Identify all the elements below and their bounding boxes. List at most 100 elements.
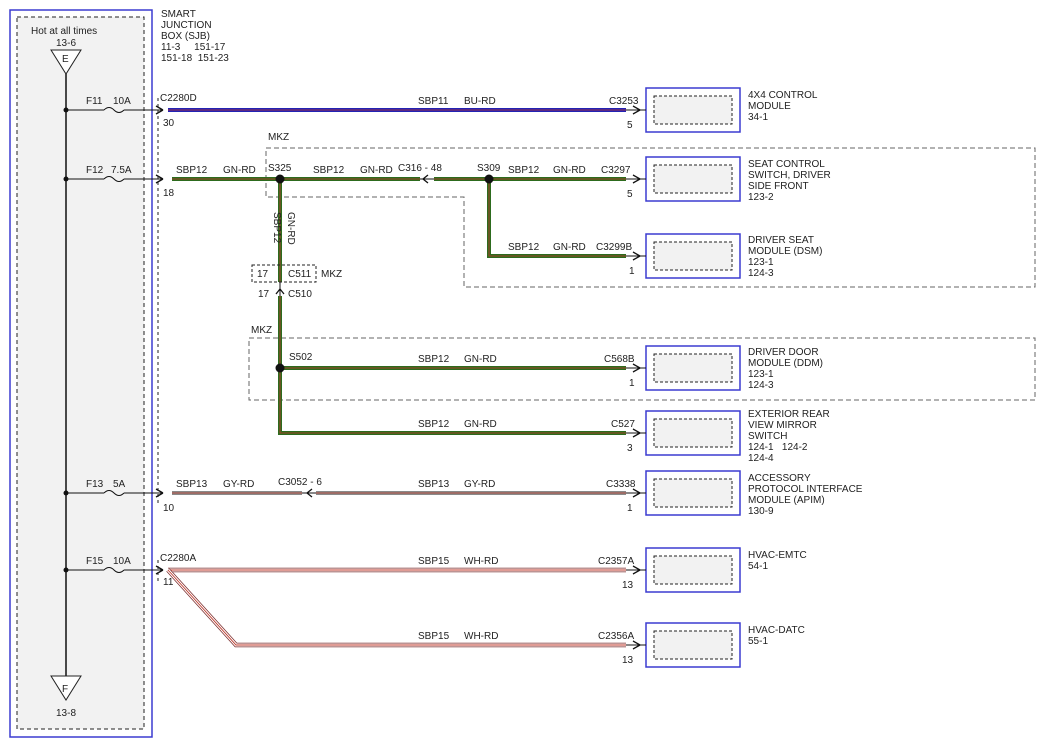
- module-dsm-name-1: DRIVER SEAT: [748, 235, 814, 246]
- module-exterior-mirror-switch: C527 3 EXTERIOR REAR VIEW MIRROR SWITCH …: [611, 409, 830, 464]
- module-4x4-control: C3253 5 4X4 CONTROL MODULE 34-1: [609, 87, 818, 133]
- fuse-f12-rating: 7.5A: [111, 165, 132, 176]
- sjb-top-ref: 13-6: [56, 38, 76, 49]
- c2280a-pin-11: 11: [163, 577, 174, 588]
- splice-s309-dot: [484, 174, 494, 184]
- sbp12-color-2: GN-RD: [360, 165, 393, 176]
- sbp12-color-5: GN-RD: [464, 354, 497, 365]
- mkz-label-door: MKZ: [251, 325, 272, 336]
- sbp13-color-1: GY-RD: [223, 479, 254, 490]
- module-seat-name-1: SEAT CONTROL: [748, 159, 825, 170]
- c510-pin: 17: [258, 289, 270, 300]
- module-apim-ref: 130-9: [748, 506, 774, 517]
- sbp12-circuit-vertical: SBP12: [271, 212, 282, 244]
- module-driver-door-ddm: C568B 1 DRIVER DOOR MODULE (DDM) 123-1 1…: [604, 345, 823, 391]
- module-4x4-ref: 34-1: [748, 112, 768, 123]
- sbp15-color-1: WH-RD: [464, 556, 498, 567]
- c511-connector-box: [251, 264, 317, 283]
- module-apim-name-2: PROTOCOL INTERFACE: [748, 484, 863, 495]
- splice-s502-label: S502: [289, 352, 313, 363]
- mkz-zone-seat: [265, 147, 1036, 288]
- sjb-title-line-1: SMART: [161, 9, 196, 20]
- fuse-f12-branch: F12 7.5A: [63, 165, 164, 184]
- fuse-f15-icon: [103, 567, 125, 573]
- fuse-f13-id: F13: [86, 479, 104, 490]
- module-mirror-connector: C527: [611, 419, 635, 430]
- c316-inline-connector: C316 - 48: [398, 163, 442, 184]
- wire-sbp11: SBP11 BU-RD: [168, 96, 626, 112]
- hot-at-all-times-label: Hot at all times: [31, 26, 97, 37]
- module-dsm-connector: C3299B: [596, 242, 632, 253]
- c3052-label: C3052 - 6: [278, 477, 322, 488]
- c2280d-pin-30: 30: [163, 118, 175, 129]
- fuse-f13-rating: 5A: [113, 479, 126, 490]
- module-datc-name: HVAC-DATC: [748, 625, 805, 636]
- module-ddm-pin: 1: [629, 378, 635, 389]
- c316-label: C316 - 48: [398, 163, 442, 174]
- c511-name: C511: [288, 269, 312, 280]
- bus-bottom-triangle: [50, 675, 82, 701]
- sjb-title: SMART JUNCTION BOX (SJB) 11-3 151-17 151…: [161, 9, 229, 64]
- sbp11-circuit: SBP11: [418, 96, 449, 107]
- module-4x4-connector: C3253: [609, 96, 639, 107]
- module-apim-connector: C3338: [606, 479, 636, 490]
- c2280d-pin-10: 10: [163, 503, 175, 514]
- module-mirror-pin: 3: [627, 443, 633, 454]
- sjb-bottom-ref: 13-8: [56, 708, 76, 719]
- module-apim-name-1: ACCESSORY: [748, 473, 811, 484]
- splice-s325-dot: [275, 174, 285, 184]
- fuse-f15-branch: F15 10A: [63, 556, 164, 575]
- bus-top-triangle: [50, 49, 82, 75]
- module-dsm-pin: 1: [629, 266, 635, 277]
- module-apim-name-3: MODULE (APIM): [748, 495, 825, 506]
- c510-name: C510: [288, 289, 312, 300]
- mkz-zone-door: [248, 337, 1036, 401]
- sjb-title-line-2: JUNCTION: [161, 20, 212, 31]
- splice-s309-label: S309: [477, 163, 501, 174]
- module-seat-pin: 5: [627, 189, 633, 200]
- bus-top-letter: E: [62, 54, 69, 65]
- module-mirror-name-3: SWITCH: [748, 431, 787, 442]
- sbp12-circuit-2: SBP12: [313, 165, 345, 176]
- sbp12-color-6: GN-RD: [464, 419, 497, 430]
- module-driver-seat-dsm: C3299B 1 DRIVER SEAT MODULE (DSM) 123-1 …: [596, 233, 822, 279]
- wire-sbp13: C3052 - 6 SBP13 GY-RD SBP13 GY-RD: [172, 477, 626, 498]
- wire-sbp15: SBP15 WH-RD SBP15 WH-RD: [166, 556, 626, 648]
- module-4x4-name-2: MODULE: [748, 101, 791, 112]
- fuse-f11-id: F11: [86, 96, 103, 107]
- wire-sbp12-network: S325 S309 S502 SBP12 GN-RD SBP12 GN-RD S…: [172, 163, 626, 435]
- sbp15-color-2: WH-RD: [464, 631, 498, 642]
- module-emtc-ref: 54-1: [748, 561, 768, 572]
- fuse-f15-rating: 10A: [113, 556, 131, 567]
- c511-pin: 17: [257, 269, 269, 280]
- sjb-title-line-3: BOX (SJB): [161, 31, 210, 42]
- fuse-f12-id: F12: [86, 165, 104, 176]
- sbp13-circuit-2: SBP13: [418, 479, 450, 490]
- module-mirror-name-1: EXTERIOR REAR: [748, 409, 830, 420]
- splice-s325-label: S325: [268, 163, 292, 174]
- module-seat-name-3: SIDE FRONT: [748, 181, 809, 192]
- sbp12-color-3: GN-RD: [553, 165, 586, 176]
- module-4x4-name-1: 4X4 CONTROL: [748, 90, 818, 101]
- sbp12-circuit-6: SBP12: [418, 419, 450, 430]
- splice-s502-dot: [275, 363, 285, 373]
- fuse-f12-icon: [103, 176, 125, 182]
- sjb-refs-line-1: 11-3 151-17: [161, 42, 226, 53]
- sbp12-color-1: GN-RD: [223, 165, 256, 176]
- c2280a-name: C2280A: [160, 553, 196, 564]
- sbp12-color-4: GN-RD: [553, 242, 586, 253]
- module-4x4-pin: 5: [627, 120, 633, 131]
- module-seat-name-2: SWITCH, DRIVER: [748, 170, 831, 181]
- module-emtc-pin: 13: [622, 580, 634, 591]
- module-mirror-name-2: VIEW MIRROR: [748, 420, 817, 431]
- sbp13-circuit-1: SBP13: [176, 479, 208, 490]
- module-dsm-ref-1: 123-1: [748, 257, 774, 268]
- sjb-refs-line-2: 151-18 151-23: [161, 53, 229, 64]
- sbp12-circuit-1: SBP12: [176, 165, 208, 176]
- module-emtc-name: HVAC-EMTC: [748, 550, 807, 561]
- module-ddm-connector: C568B: [604, 354, 635, 365]
- module-apim: C3338 1 ACCESSORY PROTOCOL INTERFACE MOD…: [606, 470, 863, 517]
- fuse-f11-branch: F11 10A: [63, 96, 164, 115]
- c510-arrow: [275, 287, 285, 295]
